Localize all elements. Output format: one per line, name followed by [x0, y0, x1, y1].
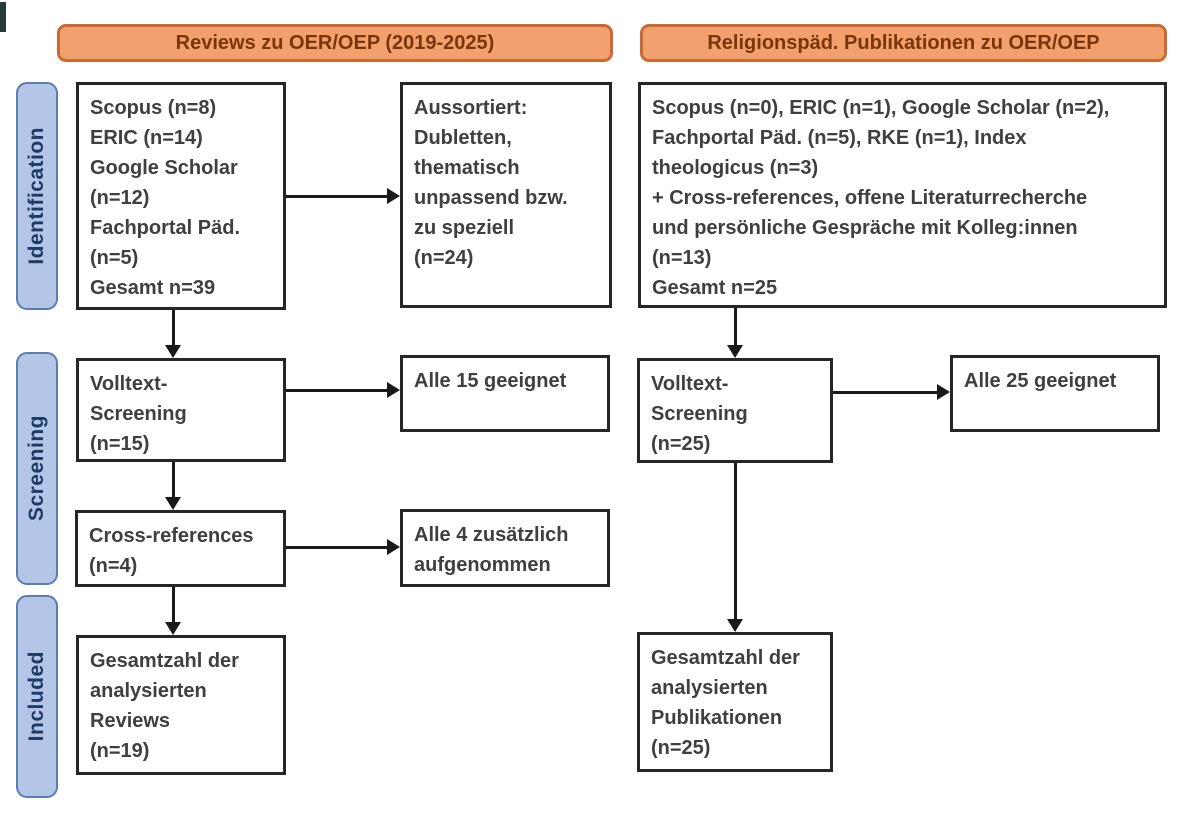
box-line: theologicus (n=3): [652, 157, 819, 179]
box-line: + Cross-references, offene Literaturrech…: [652, 187, 1088, 209]
box-line: Screening: [651, 403, 748, 425]
arrow-sources-right-to-fulltext-head: [727, 345, 743, 358]
stage-label-identification: Identification: [16, 82, 58, 310]
result-crossref-box: Alle 4 zusätzlich aufgenommen: [400, 509, 610, 587]
crossref-box: Cross-references (n=4): [75, 510, 286, 587]
box-line: Alle 15 geeignet: [414, 370, 567, 392]
box-line: Gesamt n=25: [652, 277, 778, 299]
box-line: und persönliche Gespräche mit Kolleg:inn…: [652, 217, 1078, 239]
column-header-reviews: Reviews zu OER/OEP (2019-2025): [57, 24, 613, 62]
arrow-fulltext-right-to-included-head: [727, 619, 743, 632]
box-line: (n=12): [90, 187, 150, 209]
box-line: (n=25): [651, 433, 711, 455]
column-header-religionspaed: Religionspäd. Publikationen zu OER/OEP: [640, 24, 1167, 62]
box-line: Gesamtzahl der: [651, 647, 800, 669]
box-line: Volltext-: [651, 373, 729, 395]
box-line: Alle 25 geeignet: [964, 370, 1117, 392]
box-line: Scopus (n=0), ERIC (n=1), Google Scholar…: [652, 97, 1110, 119]
arrow-fulltext-right-to-result25-line: [833, 390, 938, 394]
arrow-fulltext-to-crossref-head: [165, 497, 181, 510]
fulltext-screening-right-box: Volltext- Screening (n=25): [637, 358, 833, 463]
box-line: unpassend bzw.: [414, 187, 568, 209]
arrow-fulltext-to-result15-line: [286, 388, 388, 392]
result-15-box: Alle 15 geeignet: [400, 355, 610, 432]
arrow-sources-to-fulltext-head: [165, 345, 181, 358]
stage-label-included-text: Included: [25, 651, 48, 742]
box-line: (n=24): [414, 247, 474, 269]
arrow-crossref-to-result4-line: [286, 545, 388, 549]
box-line: aufgenommen: [414, 554, 551, 576]
box-line: Gesamtzahl der: [90, 650, 239, 672]
box-line: Reviews: [90, 710, 171, 732]
box-line: (n=19): [90, 740, 150, 762]
arrow-sources-to-excluded-line: [286, 194, 388, 198]
stage-label-screening-text: Screening: [25, 415, 48, 522]
box-line: (n=13): [652, 247, 712, 269]
arrow-fulltext-right-to-result25-head: [937, 384, 950, 400]
box-line: Fachportal Päd.: [90, 217, 241, 239]
stage-label-included: Included: [16, 595, 58, 798]
box-line: Dubletten,: [414, 127, 512, 149]
arrow-fulltext-to-result15-head: [387, 382, 400, 398]
excluded-box: Aussortiert: Dubletten, thematisch unpas…: [400, 82, 612, 308]
stage-label-screening: Screening: [16, 352, 58, 585]
box-line: Fachportal Päd. (n=5), RKE (n=1), Index: [652, 127, 1027, 149]
box-line: (n=4): [89, 555, 138, 577]
sources-right-box: Scopus (n=0), ERIC (n=1), Google Scholar…: [638, 82, 1167, 308]
box-line: (n=25): [651, 737, 711, 759]
included-right-box: Gesamtzahl der analysierten Publikatione…: [637, 632, 833, 772]
box-line: zu speziell: [414, 217, 515, 239]
box-line: ERIC (n=14): [90, 127, 203, 149]
arrow-fulltext-to-crossref-line: [171, 462, 175, 498]
arrow-fulltext-right-to-included-line: [733, 463, 737, 620]
box-line: Screening: [90, 403, 187, 425]
box-line: (n=5): [90, 247, 139, 269]
box-line: Aussortiert:: [414, 97, 528, 119]
arrow-sources-to-excluded-head: [387, 188, 400, 204]
box-line: thematisch: [414, 157, 520, 179]
stage-label-identification-text: Identification: [25, 127, 48, 265]
box-line: (n=15): [90, 433, 150, 455]
box-line: Cross-references: [89, 525, 254, 547]
box-line: Publikationen: [651, 707, 783, 729]
box-line: analysierten: [651, 677, 768, 699]
box-line: Scopus (n=8): [90, 97, 217, 119]
included-left-box: Gesamtzahl der analysierten Reviews (n=1…: [76, 635, 286, 775]
arrow-crossref-to-included-head: [165, 622, 181, 635]
box-line: analysierten: [90, 680, 207, 702]
arrow-sources-to-fulltext-line: [171, 310, 175, 346]
sources-left-box: Scopus (n=8) ERIC (n=14) Google Scholar …: [76, 82, 286, 310]
box-line: Gesamt n=39: [90, 277, 216, 299]
result-25-box: Alle 25 geeignet: [950, 355, 1160, 432]
arrow-sources-right-to-fulltext-line: [733, 308, 737, 346]
scan-artifact-mark: [0, 2, 6, 32]
arrow-crossref-to-result4-head: [387, 539, 400, 555]
fulltext-screening-left-box: Volltext- Screening (n=15): [76, 358, 286, 462]
box-line: Alle 4 zusätzlich: [414, 524, 569, 546]
box-line: Google Scholar: [90, 157, 238, 179]
box-line: Volltext-: [90, 373, 168, 395]
arrow-crossref-to-included-line: [171, 587, 175, 623]
